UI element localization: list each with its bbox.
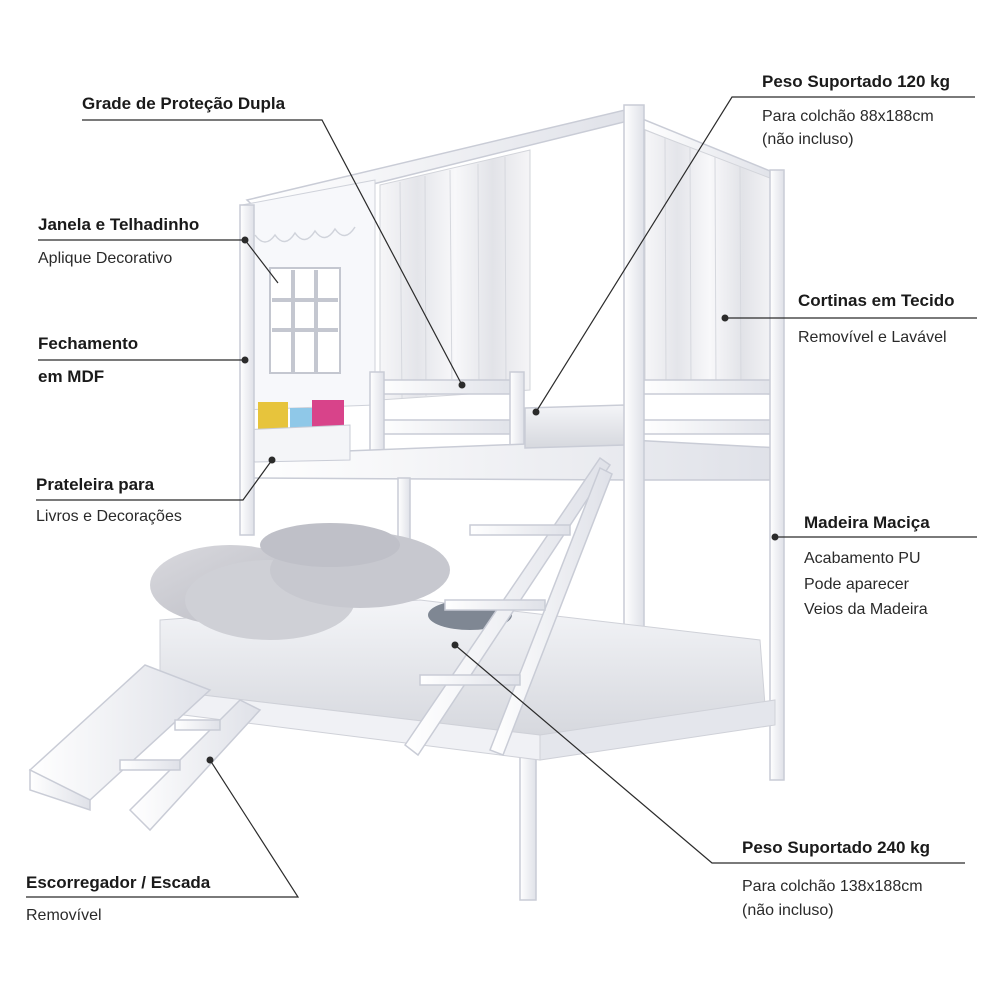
peso120-sub-line1: Para colchão 88x188cm <box>762 108 934 125</box>
madeira-sub-line1: Acabamento PU <box>804 550 921 567</box>
peso120-sub-line2: (não incluso) <box>762 131 854 148</box>
madeira-sub-line3: Veios da Madeira <box>804 601 928 618</box>
lower-bed <box>150 523 776 761</box>
peso120-title: Peso Suportado 120 kg <box>762 72 950 91</box>
peso240-title: Peso Suportado 240 kg <box>742 838 930 857</box>
janela-title: Janela e Telhadinho <box>38 215 200 234</box>
prateleira-sub: Livros e Decorações <box>36 508 182 525</box>
callout-dots <box>206 236 779 764</box>
escorregador-sub: Removível <box>26 907 102 924</box>
fechamento-title-line1: Fechamento <box>38 334 139 353</box>
madeira-sub-line2: Pode aparecer <box>804 576 909 593</box>
cortinas-title: Cortinas em Tecido <box>798 291 955 310</box>
janela-sub: Aplique Decorativo <box>38 250 173 267</box>
cortinas-sub: Removível e Lavável <box>798 329 947 346</box>
escorregador-title: Escorregador / Escada <box>26 873 211 892</box>
callout-leader-lines <box>26 96 977 898</box>
slide-steps <box>28 664 262 832</box>
curtains-illustration <box>379 129 776 401</box>
ladder <box>403 456 613 757</box>
bed-posts <box>239 104 785 901</box>
peso240-sub-line2: (não incluso) <box>742 902 834 919</box>
fechamento-title-line2: em MDF <box>38 367 105 386</box>
mdf-house-panel <box>241 179 376 411</box>
madeira-title: Madeira Maciça <box>804 513 930 532</box>
prateleira-title: Prateleira para <box>36 475 155 494</box>
grade-title: Grade de Proteção Dupla <box>82 94 286 113</box>
peso240-sub-line1: Para colchão 138x188cm <box>742 878 923 895</box>
